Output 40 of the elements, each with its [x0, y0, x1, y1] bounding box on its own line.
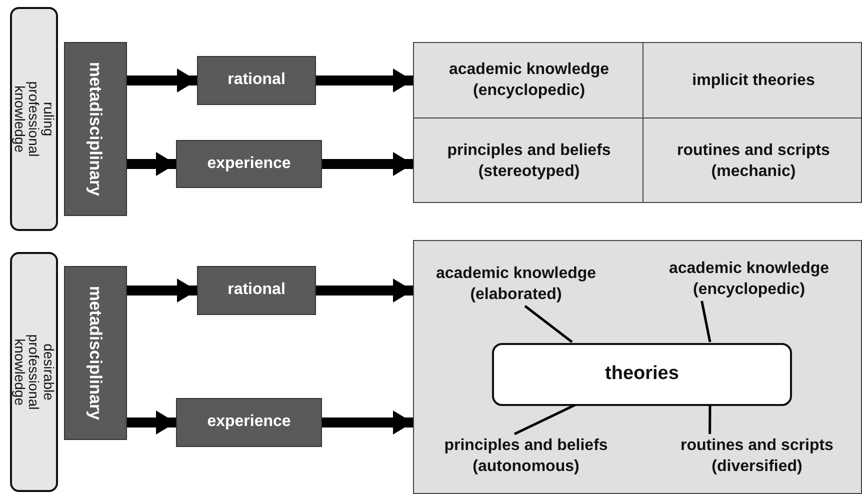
- box-label: implicit theories: [692, 70, 815, 91]
- knowledge-label: routines and scripts (diversified): [680, 436, 834, 477]
- table-box: [413, 42, 862, 203]
- process-box: [197, 56, 316, 105]
- arrow: [316, 68, 413, 92]
- arrow: [322, 152, 413, 176]
- arrow: [127, 278, 197, 302]
- box-label: desirable professional knowledge: [12, 334, 56, 410]
- box-label: theories: [605, 362, 679, 386]
- connector-line: [524, 305, 573, 343]
- box-label: metadisciplinary: [86, 62, 104, 196]
- box-label: routines and scripts (mechanic): [676, 140, 831, 182]
- arrow: [127, 68, 197, 92]
- category-box: [10, 252, 58, 492]
- box-label: academic knowledge (encyclopedic): [448, 60, 610, 101]
- box-label: rational: [228, 280, 286, 300]
- process-box: [176, 140, 322, 188]
- panel-box: [413, 240, 862, 494]
- knowledge-label: academic knowledge (encyclopedic): [668, 259, 830, 300]
- arrow: [322, 410, 413, 434]
- box-label: principles and beliefs (stereotyped): [446, 140, 612, 182]
- connector-line: [514, 404, 576, 436]
- theory-box: [492, 343, 792, 406]
- process-box: [64, 266, 127, 440]
- knowledge-label: academic knowledge (elaborated): [434, 264, 598, 305]
- box-label: metadisciplinary: [86, 286, 104, 420]
- arrow: [127, 152, 176, 176]
- knowledge-label: principles and beliefs (autonomous): [443, 436, 609, 477]
- box-label: experience: [207, 154, 291, 174]
- box-label: rational: [228, 70, 286, 90]
- arrow: [316, 278, 413, 302]
- category-box: [10, 7, 58, 231]
- connector-line: [708, 405, 712, 434]
- box-label: experience: [207, 412, 291, 432]
- process-box: [64, 42, 127, 216]
- process-box: [176, 398, 322, 447]
- process-box: [197, 266, 316, 315]
- arrow: [127, 410, 176, 434]
- connector-line: [700, 300, 712, 342]
- box-label: ruling professional knowledge: [12, 81, 56, 157]
